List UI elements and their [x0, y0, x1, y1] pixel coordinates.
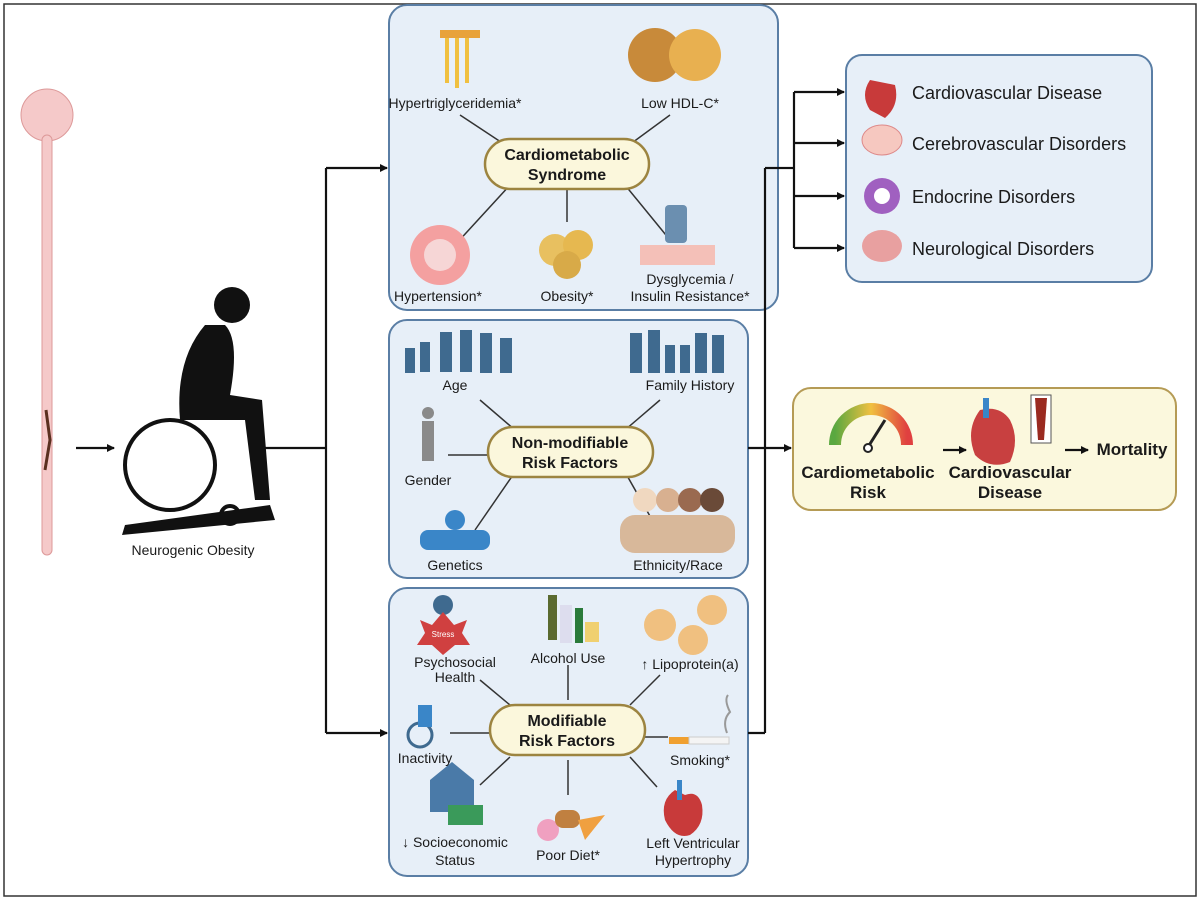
modifiable-node: [488, 703, 647, 757]
alcohol-use-label: Alcohol Use: [531, 650, 606, 666]
age-people-icon: [405, 330, 512, 373]
outcome-cerebrovascular-disorders: Cerebrovascular Disorders: [912, 134, 1126, 154]
outcome-endocrine-disorders: Endocrine Disorders: [912, 187, 1075, 207]
hypertriglyceridemia-label: Hypertriglyceridemia*: [388, 95, 522, 111]
heart-artery-icon: [971, 394, 1052, 465]
wheelchair-user-icon: [122, 287, 275, 535]
gender-label: Gender: [405, 472, 452, 488]
hdl-particle-icon: [628, 28, 721, 82]
hypertension-label: Hypertension*: [394, 288, 482, 304]
wheelchair-icon: [406, 705, 434, 749]
genetics-label: Genetics: [427, 557, 482, 573]
ethnicity-icon: [620, 488, 735, 553]
psychosocial-label: Psychosocial: [414, 654, 496, 670]
smoking-label: Smoking*: [670, 752, 730, 768]
health-label: Health: [435, 669, 475, 685]
outcome-neurological-disorders: Neurological Disorders: [912, 239, 1094, 259]
cardiometabolic-risk-label: Cardiometabolic: [801, 463, 934, 482]
node-title: Syndrome: [528, 167, 606, 184]
left-ventricular-label: Left Ventricular: [646, 835, 740, 851]
mortality-pathway-panel: Cardiometabolic Risk Cardiovascular Dise…: [792, 387, 1177, 511]
node-title: Risk Factors: [519, 733, 615, 750]
blood-vessel-icon: [410, 225, 470, 285]
outcome-cardiovascular-disease: Cardiovascular Disease: [912, 83, 1102, 103]
node-title: Cardiometabolic: [504, 147, 629, 164]
socioeconomic-label: ↓ Socioeconomic: [402, 834, 508, 850]
mortality-label: Mortality: [1097, 440, 1168, 459]
stress-icon: Stress: [417, 595, 470, 655]
heart-icon: [865, 80, 897, 118]
node-title: Modifiable: [527, 713, 606, 730]
gender-icon: [422, 407, 434, 461]
lipoprotein-icon: [644, 595, 727, 655]
genetics-icon: [420, 510, 490, 550]
spinal-cord-icon: [20, 88, 74, 556]
stress-badge-text: Stress: [432, 630, 455, 639]
brain-vessels-icon: [861, 124, 903, 156]
insulin-resistance-label: Insulin Resistance*: [630, 288, 750, 304]
lipoprotein-label: ↑ Lipoprotein(a): [641, 656, 738, 672]
non-modifiable-panel: Age Family History Gender Genetics Ethni…: [388, 319, 749, 579]
modifiable-panel: Stress Psychosocial Health Alcohol Use ↑…: [388, 587, 749, 877]
low-hdl-label: Low HDL-C*: [641, 95, 719, 111]
house-money-icon: [430, 762, 483, 825]
status-label: Status: [435, 852, 475, 868]
cardiovascular-disease-label: Disease: [978, 483, 1042, 502]
cigarette-icon: [669, 694, 732, 745]
hypertrophy-label: Hypertrophy: [655, 852, 731, 868]
glucometer-icon: [640, 205, 715, 265]
fat-cells-icon: [539, 230, 593, 279]
node-title: Non-modifiable: [512, 435, 629, 452]
inactivity-label: Inactivity: [398, 750, 452, 766]
alcohol-icon: [548, 595, 599, 643]
family-history-label: Family History: [646, 377, 735, 393]
non-modifiable-node: [486, 425, 655, 479]
cardiometabolic-syndrome-node: [483, 137, 651, 191]
age-label: Age: [443, 377, 468, 393]
outcomes-panel: Cardiovascular Disease Cerebrovascular D…: [845, 54, 1153, 283]
dysglycemia-label: Dysglycemia /: [646, 271, 733, 287]
neurogenic-obesity-label: Neurogenic Obesity: [132, 542, 255, 558]
junk-food-icon: [537, 810, 605, 841]
poor-diet-label: Poor Diet*: [536, 847, 600, 863]
risk-gauge-icon: [829, 403, 913, 453]
heart-icon: [663, 780, 703, 836]
cardiovascular-disease-label: Cardiovascular: [949, 463, 1072, 482]
brain-icon: [862, 230, 902, 262]
cardiometabolic-risk-label: Risk: [850, 483, 886, 502]
triglyceride-icon: [440, 30, 480, 88]
cardiometabolic-syndrome-panel: Hypertriglyceridemia* Low HDL-C* Hyperte…: [388, 4, 779, 311]
ethnicity-race-label: Ethnicity/Race: [633, 557, 723, 573]
obesity-label: Obesity*: [541, 288, 594, 304]
node-title: Risk Factors: [522, 455, 618, 472]
family-icon: [630, 330, 724, 373]
